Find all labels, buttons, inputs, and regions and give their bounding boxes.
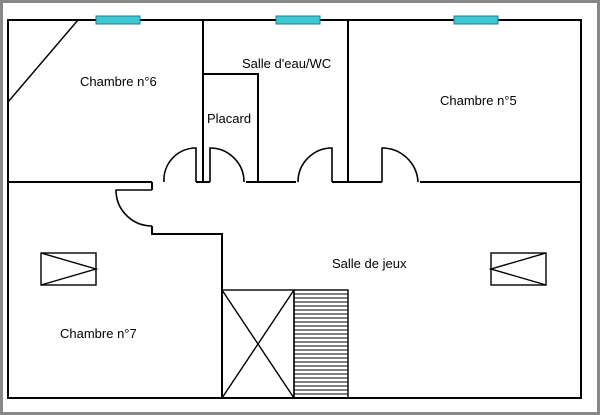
roof-slope-line <box>7 19 79 103</box>
skylight-icon <box>40 252 99 286</box>
door-swing-icon <box>381 147 419 183</box>
placard-walls <box>203 73 259 182</box>
room-label-salle-eau: Salle d'eau/WC <box>242 56 331 71</box>
window-icon <box>453 15 499 25</box>
room-label-chambre-6: Chambre n°6 <box>80 74 157 89</box>
stairwell-void-icon <box>221 289 295 399</box>
room-label-chambre-5: Chambre n°5 <box>440 93 517 108</box>
door-swing-icon <box>209 147 245 183</box>
staircase-icon <box>293 289 349 399</box>
door-swing-icon <box>163 147 197 183</box>
room-label-chambre-7: Chambre n°7 <box>60 326 137 341</box>
window-icon <box>275 15 321 25</box>
skylight-icon <box>488 252 547 286</box>
room-label-salle-de-jeux: Salle de jeux <box>332 256 407 271</box>
window-icon <box>95 15 141 25</box>
wall-chambre7 <box>151 226 223 398</box>
door-swing-icon <box>297 147 333 183</box>
door-swing-icon <box>115 189 153 227</box>
room-label-placard: Placard <box>207 111 251 126</box>
